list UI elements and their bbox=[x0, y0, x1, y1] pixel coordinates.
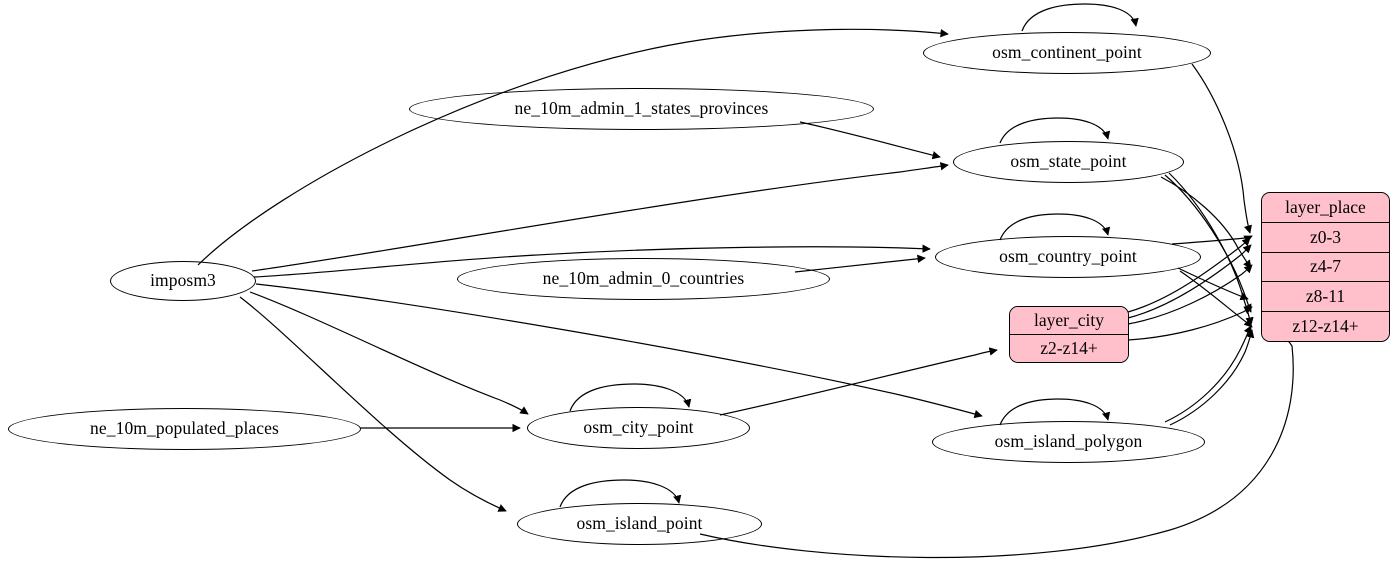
node-ne_10m_admin_1_states_provinces-label: ne_10m_admin_1_states_provinces bbox=[514, 98, 769, 119]
node-ne_10m_admin_1_states_provinces[interactable]: ne_10m_admin_1_states_provinces bbox=[409, 88, 874, 130]
node-layer_city[interactable]: layer_city z2-z14+ bbox=[1009, 306, 1129, 363]
node-ne_10m_populated_places-label: ne_10m_populated_places bbox=[90, 418, 279, 439]
node-ne_10m_populated_places[interactable]: ne_10m_populated_places bbox=[8, 408, 361, 450]
layer_city-row-z2-z14[interactable]: z2-z14+ bbox=[1010, 335, 1128, 362]
layer_place-row-z4-7[interactable]: z4-7 bbox=[1262, 252, 1389, 283]
layer_place-row-z12-z14[interactable]: z12-z14+ bbox=[1262, 312, 1389, 341]
node-ne_10m_admin_0_countries[interactable]: ne_10m_admin_0_countries bbox=[457, 258, 830, 300]
node-ne_10m_admin_0_countries-label: ne_10m_admin_0_countries bbox=[542, 268, 745, 289]
node-osm_island_polygon[interactable]: osm_island_polygon bbox=[932, 421, 1205, 463]
node-osm_city_point-label: osm_city_point bbox=[583, 417, 694, 438]
node-osm_island_polygon-label: osm_island_polygon bbox=[994, 431, 1143, 452]
node-osm_city_point[interactable]: osm_city_point bbox=[527, 407, 750, 449]
node-osm_island_point[interactable]: osm_island_point bbox=[517, 503, 762, 545]
node-osm_island_point-label: osm_island_point bbox=[576, 513, 703, 534]
node-imposm3[interactable]: imposm3 bbox=[110, 261, 256, 301]
layer_city-header: layer_city bbox=[1010, 307, 1128, 335]
node-imposm3-label: imposm3 bbox=[150, 270, 216, 291]
node-layer_place[interactable]: layer_place z0-3 z4-7 z8-11 z12-z14+ bbox=[1261, 192, 1390, 342]
node-osm_continent_point[interactable]: osm_continent_point bbox=[923, 32, 1211, 74]
layer_place-row-z8-11[interactable]: z8-11 bbox=[1262, 282, 1389, 313]
layer_place-header: layer_place bbox=[1262, 193, 1389, 223]
node-osm_continent_point-label: osm_continent_point bbox=[992, 42, 1142, 63]
node-osm_country_point[interactable]: osm_country_point bbox=[935, 236, 1201, 278]
node-osm_state_point-label: osm_state_point bbox=[1010, 151, 1127, 172]
node-osm_country_point-label: osm_country_point bbox=[999, 246, 1137, 267]
node-osm_state_point[interactable]: osm_state_point bbox=[953, 141, 1184, 183]
layer_place-row-z0-3[interactable]: z0-3 bbox=[1262, 222, 1389, 253]
